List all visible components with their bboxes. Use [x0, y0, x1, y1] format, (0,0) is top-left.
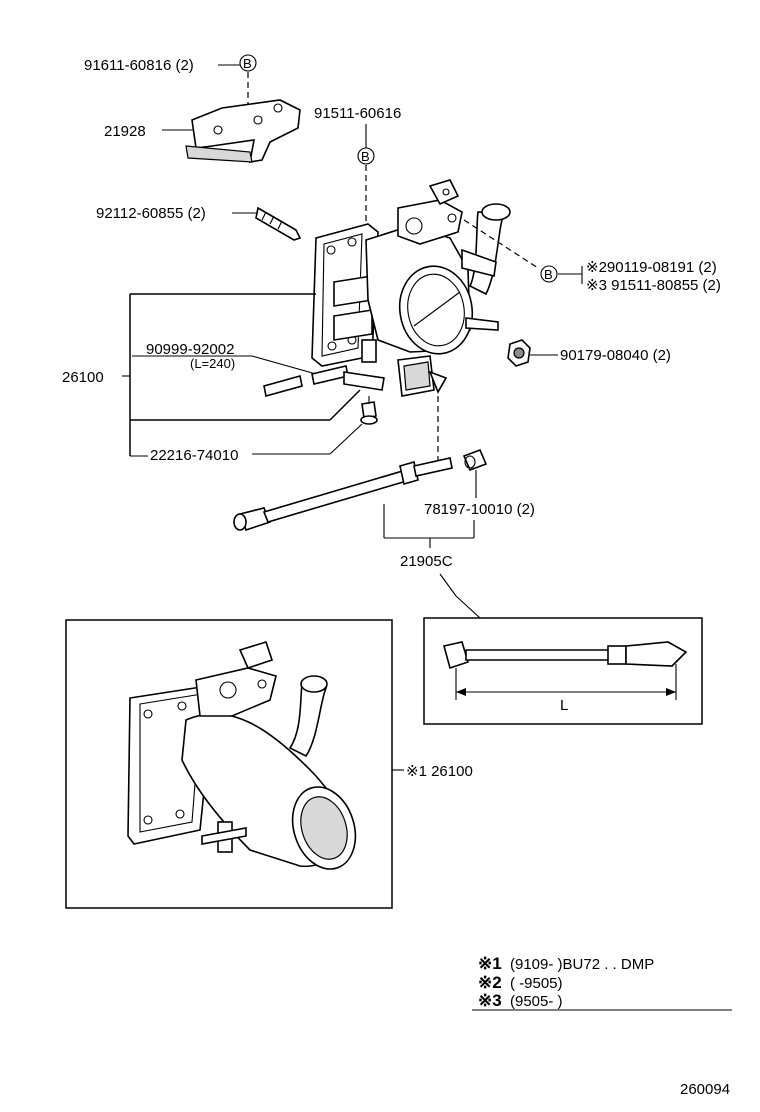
callout-letter-b2: B	[361, 149, 370, 164]
gasket-callout: B ※290119-08191 (2) ※3 91511-80855 (2)	[540, 259, 721, 294]
label-bolt-bracket: 91611-60816 (2)	[84, 57, 194, 74]
cable-detail-box: L	[423, 617, 703, 725]
cable-assembly	[233, 457, 453, 532]
label-gasket-b: ※3 91511-80855 (2)	[586, 277, 721, 294]
callout-circle-b1	[239, 54, 257, 72]
callout-circle-b2	[357, 147, 375, 165]
clip-callout: 78197-10010 (2)	[424, 448, 535, 518]
label-gasket-a: ※290119-08191 (2)	[586, 259, 717, 276]
footnote-text-1: (9109- )BU72 . . DMP	[510, 956, 654, 973]
label-bolt-top: 91511-60616	[314, 105, 401, 122]
footnote-text-2: ( -9505)	[510, 975, 563, 992]
footnote-mark-2: ※2	[478, 973, 502, 992]
footnote-text-3: (9505- )	[510, 993, 563, 1010]
label-cable: 21905C	[400, 553, 453, 570]
hose-callout: 90999-92002 (L=240)	[132, 341, 385, 398]
label-inset-part: ※1 26100	[406, 763, 473, 780]
stud-callout: 92112-60855 (2)	[96, 205, 302, 241]
label-bracket: 21928	[104, 123, 146, 140]
bracket-21928: 21928	[104, 99, 301, 163]
label-sensor: 22216-74010	[150, 447, 238, 464]
inset-box: ※1 26100	[65, 619, 473, 909]
label-stud: 92112-60855 (2)	[96, 205, 206, 222]
throttle-body-group-bracket: 26100	[62, 293, 361, 456]
callout-circle-b3	[540, 265, 558, 283]
throttle-body-main	[311, 179, 511, 397]
callout-letter-b3: B	[544, 267, 553, 282]
label-clip: 78197-10010 (2)	[424, 501, 535, 518]
label-throttle-body: 26100	[62, 369, 104, 386]
sensor-callout: 22216-74010	[130, 396, 378, 464]
footnote-mark-3: ※3	[478, 991, 502, 1010]
label-hose: 90999-92002	[146, 341, 234, 358]
cable-label-group: 21905C	[383, 504, 481, 619]
diagram-id: 260094	[680, 1081, 730, 1098]
callout-letter-b1: B	[243, 56, 252, 71]
bolt-top-callout: 91511-60616 B	[314, 105, 401, 226]
bolt-bracket-callout: 91611-60816 (2) B	[84, 54, 257, 110]
label-dimension: L	[560, 697, 568, 714]
footnotes: ※1 (9109- )BU72 . . DMP ※2 ( -9505) ※3 (…	[472, 954, 732, 1011]
nut-callout: 90179-08040 (2)	[507, 339, 671, 367]
label-hose-length: (L=240)	[190, 356, 235, 371]
label-nut: 90179-08040 (2)	[560, 347, 671, 364]
footnote-mark-1: ※1	[478, 954, 502, 973]
